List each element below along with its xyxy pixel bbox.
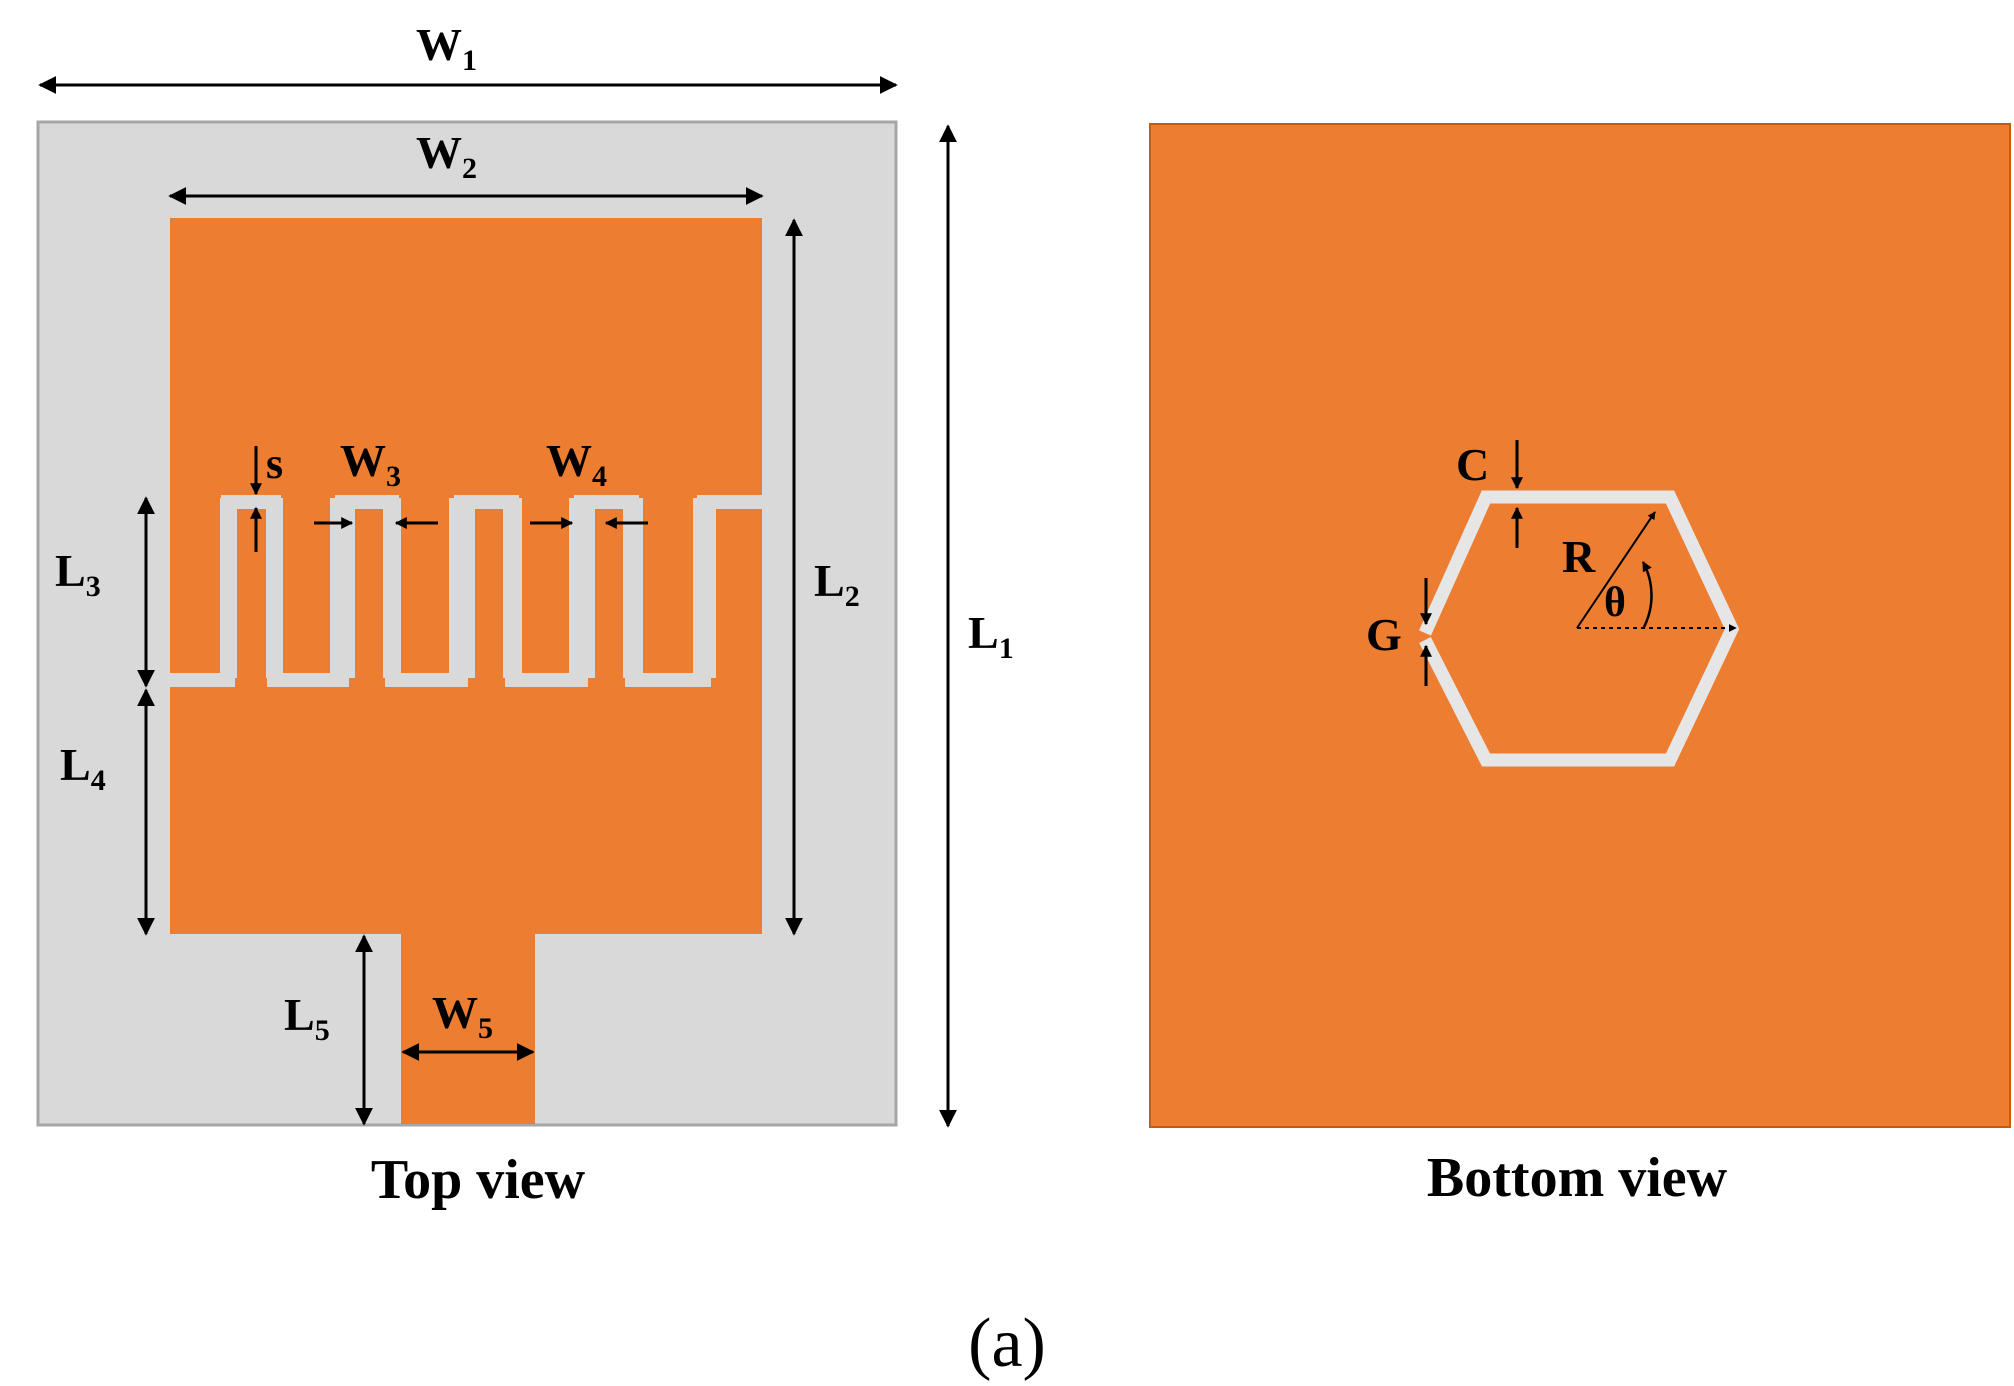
dim-w5-label: W5 bbox=[432, 987, 493, 1045]
figure-label: (a) bbox=[968, 1305, 1046, 1382]
dim-l3-label: L3 bbox=[55, 545, 101, 603]
bottom-view: R θ C G Bottom view bbox=[1149, 123, 2011, 1209]
top-view-caption: Top view bbox=[371, 1149, 586, 1211]
top-view: W1 W2 L1 L2 L3 L4 L5 bbox=[36, 19, 1014, 1211]
dim-theta-label: θ bbox=[1604, 580, 1626, 626]
patch-lower bbox=[170, 678, 762, 934]
theta-arc bbox=[1641, 561, 1653, 628]
dim-s-label: s bbox=[266, 439, 283, 488]
dim-w1-label: W1 bbox=[416, 19, 477, 77]
dim-r-label: R bbox=[1562, 531, 1596, 582]
ground-plane bbox=[1149, 123, 2011, 1128]
dim-c-label: C bbox=[1456, 439, 1489, 490]
radius-line bbox=[1576, 511, 1656, 629]
bottom-view-caption: Bottom view bbox=[1427, 1147, 1728, 1209]
dim-w2-label: W2 bbox=[416, 127, 477, 185]
feed-line bbox=[401, 932, 535, 1124]
patch-lower-fingers bbox=[237, 508, 762, 680]
dim-l4-label: L4 bbox=[60, 739, 106, 797]
dim-l2-label: L2 bbox=[814, 555, 860, 613]
dim-l5-label: L5 bbox=[284, 989, 330, 1047]
patch-fingers bbox=[170, 496, 693, 678]
dim-l1-label: L1 bbox=[968, 607, 1014, 665]
dim-g-label: G bbox=[1366, 609, 1402, 660]
dim-w3-label: W3 bbox=[340, 435, 401, 493]
patch-upper bbox=[170, 218, 762, 498]
meander-slot bbox=[170, 495, 762, 687]
dim-w4-label: W4 bbox=[546, 435, 607, 493]
